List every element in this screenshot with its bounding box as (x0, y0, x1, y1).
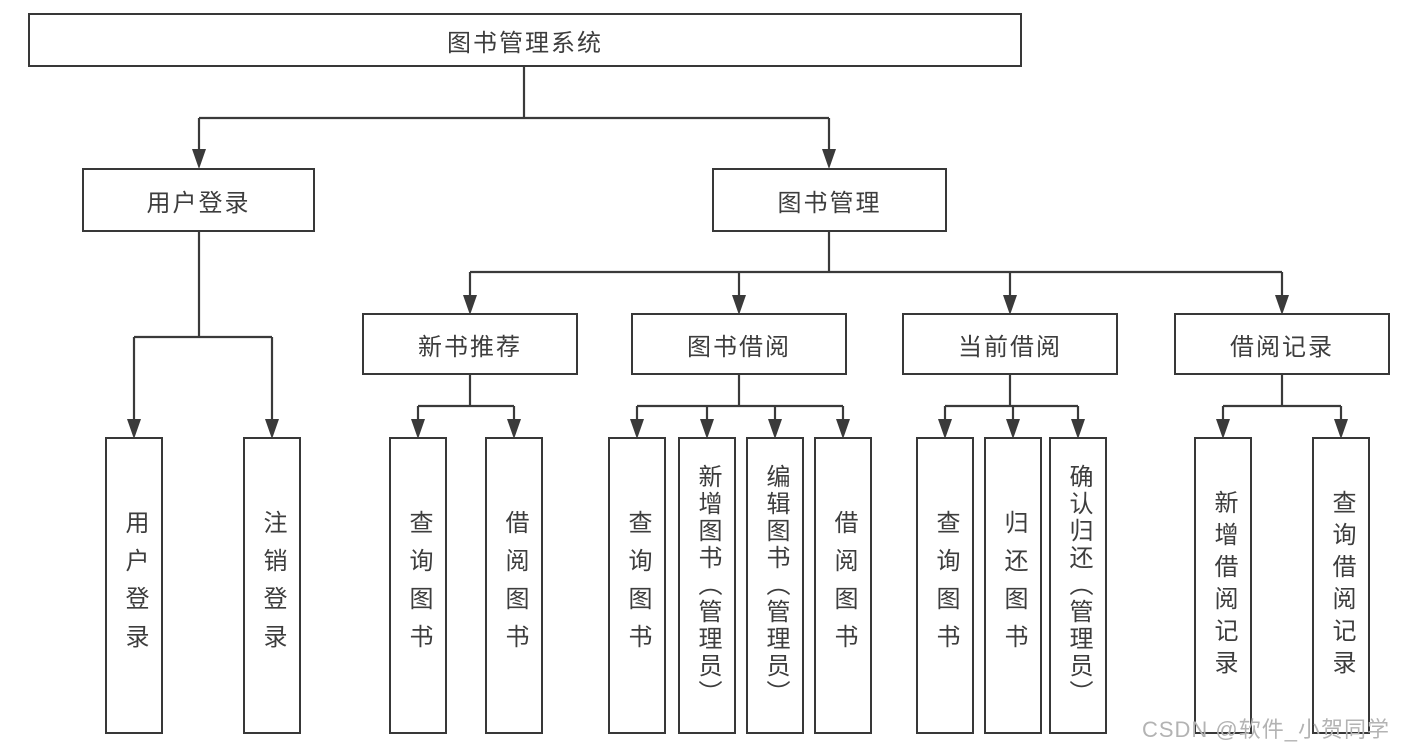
arrowhead (1003, 295, 1017, 315)
arrowhead (463, 295, 477, 315)
connector-book-management-fan (468, 232, 1284, 297)
arrowheads-level4 (127, 419, 1348, 439)
leaf-label: 借阅图书 (830, 509, 857, 662)
arrowhead (630, 419, 644, 439)
node-user-login: 用户登录 (82, 168, 315, 232)
connector-borrow-record-fan (1221, 375, 1343, 421)
arrowhead (822, 149, 836, 169)
node-borrow-records: 借阅记录 (1174, 313, 1390, 375)
leaf-label: 用户登录 (121, 509, 148, 662)
arrowhead (411, 419, 425, 439)
arrowhead (265, 419, 279, 439)
arrowhead (127, 419, 141, 439)
node-book-borrow: 图书借阅 (631, 313, 847, 375)
leaf-borrow-books-recommend: 借阅图书 (485, 437, 543, 734)
node-library-system: 图书管理系统 (28, 13, 1022, 67)
leaf-label: 查询借阅记录 (1328, 489, 1355, 682)
arrowhead (1216, 419, 1230, 439)
arrowhead (192, 149, 206, 169)
arrowhead (507, 419, 521, 439)
node-book-management: 图书管理 (712, 168, 947, 232)
connector-root-fan (197, 67, 831, 151)
leaf-label: 新增图书（管理员） (694, 464, 721, 707)
node-current-borrow: 当前借阅 (902, 313, 1118, 375)
connector-user-login-fan (132, 232, 274, 421)
leaf-query-books-current: 查询图书 (916, 437, 974, 734)
leaf-query-books-borrow: 查询图书 (608, 437, 666, 734)
arrowhead (732, 295, 746, 315)
leaf-return-books: 归还图书 (984, 437, 1042, 734)
leaf-user-login: 用户登录 (105, 437, 163, 734)
csdn-watermark: CSDN @软件_小贺同学 (1141, 717, 1390, 742)
leaf-label: 查询图书 (932, 509, 959, 662)
node-new-book-recommend: 新书推荐 (362, 313, 578, 375)
arrowhead (1275, 295, 1289, 315)
arrowhead (700, 419, 714, 439)
leaf-label: 归还图书 (1000, 509, 1027, 662)
leaf-label: 查询图书 (624, 509, 651, 662)
leaf-query-borrow-record: 查询借阅记录 (1312, 437, 1370, 734)
leaf-label: 借阅图书 (501, 509, 528, 662)
arrowhead (768, 419, 782, 439)
leaf-label: 新增借阅记录 (1210, 489, 1237, 682)
arrowhead (1006, 419, 1020, 439)
arrowhead (1334, 419, 1348, 439)
arrowheads-level2 (192, 149, 836, 169)
leaf-label: 确认归还（管理员） (1065, 464, 1092, 707)
leaf-borrow-books: 借阅图书 (814, 437, 872, 734)
arrowhead (938, 419, 952, 439)
leaf-label: 编辑图书（管理员） (762, 464, 789, 707)
arrowheads-level3 (463, 295, 1289, 315)
leaf-add-books-admin: 新增图书（管理员） (678, 437, 736, 734)
leaf-confirm-return-admin: 确认归还（管理员） (1049, 437, 1107, 734)
leaf-logout: 注销登录 (243, 437, 301, 734)
leaf-add-borrow-record: 新增借阅记录 (1194, 437, 1252, 734)
arrowhead (836, 419, 850, 439)
leaf-edit-books-admin: 编辑图书（管理员） (746, 437, 804, 734)
leaf-label: 注销登录 (259, 509, 286, 662)
leaf-query-books-recommend: 查询图书 (389, 437, 447, 734)
connector-current-borrow-fan (943, 375, 1080, 421)
connector-new-book-fan (416, 375, 516, 421)
leaf-label: 查询图书 (405, 509, 432, 662)
arrowhead (1071, 419, 1085, 439)
connector-book-borrow-fan (635, 375, 845, 421)
